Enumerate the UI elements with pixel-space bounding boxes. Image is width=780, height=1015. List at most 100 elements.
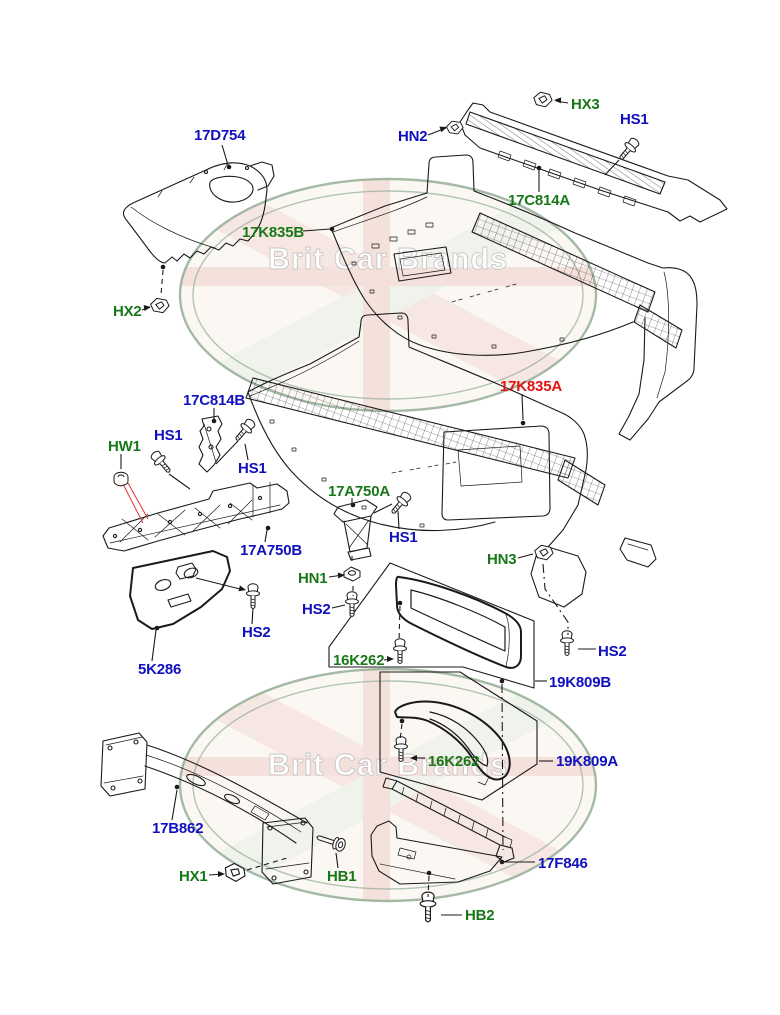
part-label-17D754: 17D754 (194, 127, 246, 144)
part-label-HS1-top: HS1 (620, 111, 649, 128)
screw-HS1-mid-icon (231, 416, 258, 445)
part-17F846-drawing (370, 777, 515, 885)
leader-line (264, 529, 268, 543)
leader-line (127, 482, 149, 520)
part-17D754-drawing (122, 161, 275, 264)
part-label-17C814A: 17C814A (508, 192, 570, 209)
leader-dot (350, 502, 356, 508)
part-17A750A-drawing (333, 499, 378, 561)
leader-line (168, 473, 191, 490)
group-box-19K809B (328, 562, 535, 689)
leader-arrowhead (218, 871, 225, 877)
clip-HX3-icon (532, 90, 554, 109)
leader-line (251, 607, 254, 625)
part-17C814B-drawing (198, 415, 223, 473)
leader-arrowhead (554, 97, 562, 104)
leader-line (160, 269, 164, 296)
leader-line (302, 228, 331, 232)
part-label-16K262-lower: 16K262 (428, 753, 479, 770)
leader-line (122, 483, 144, 524)
part-17C814A-drawing (459, 102, 728, 223)
leader-line (221, 144, 229, 166)
leader-dot (211, 418, 217, 424)
leader-dot (329, 226, 335, 232)
part-label-17A750B: 17A750B (240, 542, 302, 559)
leader-dot (265, 525, 271, 531)
screw-HS2-left-icon (246, 583, 260, 609)
part-label-HS1-mid: HS1 (238, 460, 267, 477)
bolt-HB1-icon (316, 835, 346, 852)
leader-dot (160, 264, 166, 270)
part-label-HN1: HN1 (298, 570, 327, 587)
part-label-17F846: 17F846 (538, 855, 588, 872)
part-label-HS2-right: HS2 (598, 643, 627, 660)
group-box-19K809A (379, 671, 538, 801)
leader-line (501, 683, 504, 851)
part-label-HB1: HB1 (327, 868, 356, 885)
leader-dot (154, 625, 160, 631)
leader-dot (226, 164, 232, 170)
leader-line (542, 563, 569, 635)
leader-arrowhead (143, 305, 151, 311)
part-17A750B-drawing (102, 481, 290, 552)
screw-16K262-upper-icon (393, 638, 407, 664)
leader-line (244, 443, 249, 461)
leader-dot (399, 718, 405, 724)
leader-line (521, 393, 524, 421)
leader-arrowhead (337, 572, 345, 579)
part-label-5K286: 5K286 (138, 661, 181, 678)
part-label-HB2: HB2 (465, 907, 494, 924)
nut-HN1-icon (343, 566, 361, 582)
leader-line (427, 875, 430, 898)
leader-arrowhead (410, 755, 417, 761)
labels-and-leaders: 17D754HX3HN2HS117C814A17K835BHX217C814BH… (108, 96, 649, 924)
part-5K286-drawing (129, 550, 231, 630)
leader-line (335, 852, 339, 869)
part-label-17B862: 17B862 (152, 820, 203, 837)
part-label-HX3: HX3 (571, 96, 600, 113)
part-label-HN2: HN2 (398, 128, 427, 145)
part-label-17C814B: 17C814B (183, 392, 245, 409)
part-17K835A-drawing (245, 312, 657, 608)
screw-HS2-mid-icon (345, 591, 359, 617)
leader-dot (536, 165, 542, 171)
washer-HW1-icon (113, 471, 129, 487)
leader-line (398, 605, 401, 642)
leader-arrowhead (387, 656, 394, 662)
screw-HS1-bracket-icon (387, 489, 414, 518)
part-label-16K262-upper: 16K262 (333, 652, 384, 669)
leader-dot (174, 784, 180, 790)
part-label-HS2-mid: HS2 (302, 601, 331, 618)
leader-dot (499, 859, 505, 865)
part-label-17A750A: 17A750A (328, 483, 390, 500)
part-label-HS2-left: HS2 (242, 624, 271, 641)
part-19K809A-drawing (394, 700, 511, 786)
leader-line (215, 440, 239, 465)
leader-line (171, 789, 178, 821)
leader-line (246, 857, 288, 871)
leader-dot (397, 600, 403, 606)
clip-HN2-icon (445, 119, 465, 137)
screw-HS1-left-icon (148, 448, 175, 477)
leader-arrowhead (238, 585, 246, 592)
part-label-HX2: HX2 (113, 303, 142, 320)
clip-HN3-icon (533, 543, 555, 562)
part-17K835B-drawing (330, 154, 698, 441)
part-label-HW1: HW1 (108, 438, 141, 455)
leader-line (151, 629, 157, 662)
part-label-19K809B: 19K809B (549, 674, 611, 691)
leader-line (331, 604, 346, 609)
part-label-HN3: HN3 (487, 551, 516, 568)
watermark-text-top: Brit Car Brands (268, 241, 508, 276)
part-label-19K809A: 19K809A (556, 753, 618, 770)
leader-arrowhead (439, 126, 447, 133)
leader-line (397, 510, 400, 530)
part-19K809B-drawing (395, 575, 522, 669)
leader-dot (520, 420, 526, 426)
leader-dot (499, 678, 505, 684)
part-17B862-drawing (100, 732, 314, 885)
part-label-HX1: HX1 (179, 868, 208, 885)
leader-line (517, 553, 534, 559)
